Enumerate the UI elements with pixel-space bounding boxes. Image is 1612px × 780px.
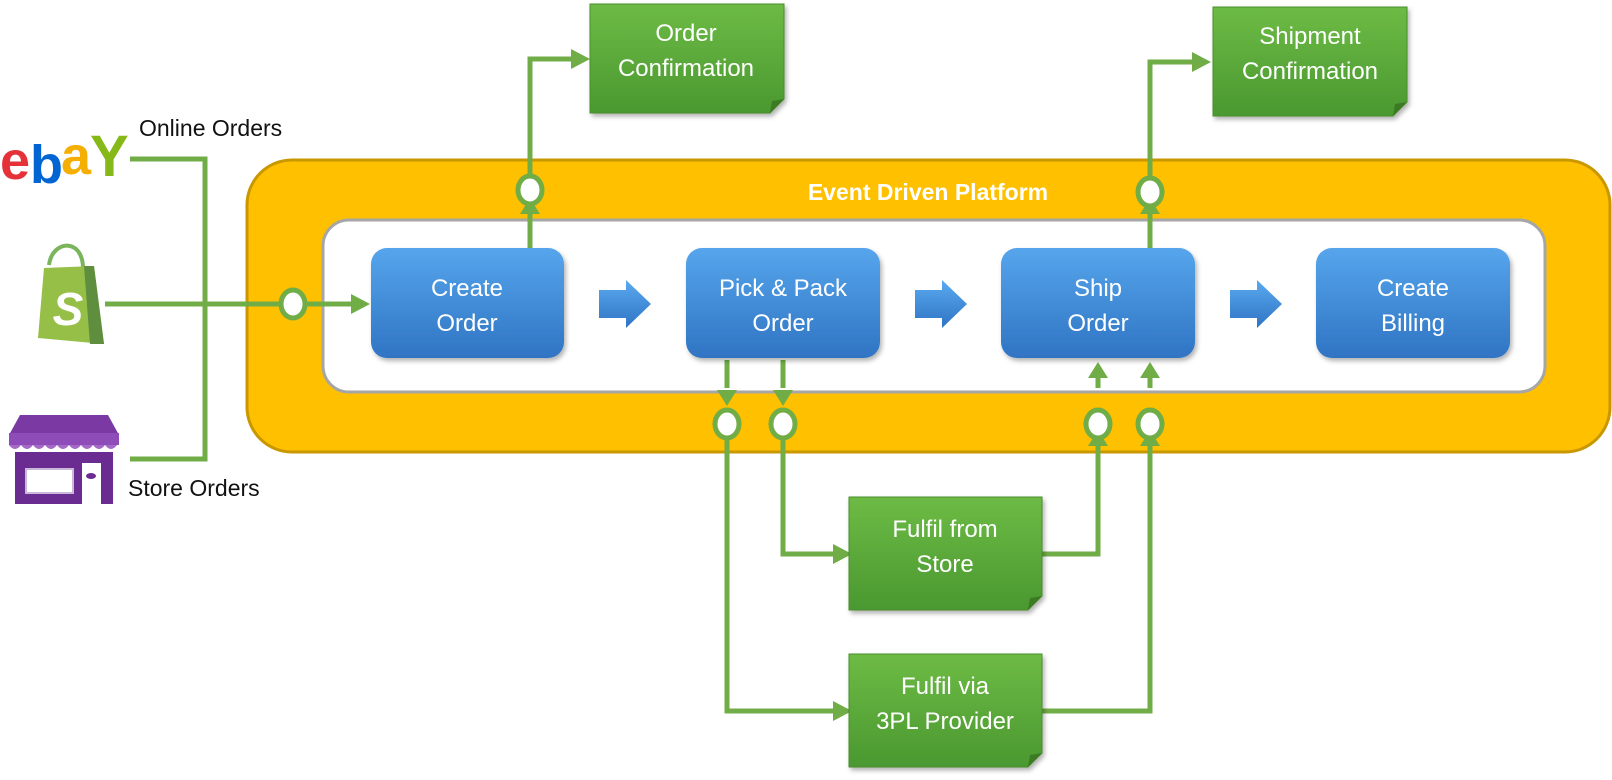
event-port-pick-store: [768, 407, 798, 441]
ebay-letter-y: Y: [90, 124, 129, 189]
shopify-bag-icon: S: [38, 243, 104, 344]
arrow-head-shipment-confirmation: [1192, 52, 1211, 72]
storefront-icon: [9, 415, 119, 504]
event-ports: [278, 173, 1165, 441]
fulfil-3pl-label-line2: 3PL Provider: [876, 708, 1014, 735]
event-port-order-shipped: [1135, 175, 1165, 209]
process-step-create-order[interactable]: Create Order: [371, 248, 564, 358]
fulfil-store-label-line2: Store: [916, 551, 973, 578]
arrow-head-entry: [351, 294, 370, 314]
shipment-confirmation-label-line1: Shipment: [1259, 23, 1361, 50]
event-port-entry: [278, 287, 308, 321]
chevron-right-icon: [599, 280, 651, 328]
chevron-right-icon: [915, 280, 967, 328]
arrow-head-pick-down-a: [717, 390, 737, 406]
online-orders-line: [130, 156, 208, 462]
output-fulfil-via-3pl[interactable]: Fulfil via 3PL Provider: [848, 653, 1043, 768]
store-orders-label: Store Orders: [128, 475, 260, 501]
shipment-confirmation-label-line2: Confirmation: [1242, 58, 1378, 85]
output-documents: Order Confirmation Shipment Confirmation…: [589, 3, 1408, 768]
event-port-3pl-fulfilled: [1135, 407, 1165, 441]
output-order-confirmation[interactable]: Order Confirmation: [589, 3, 785, 114]
create-billing-label-line1: Create: [1377, 275, 1449, 302]
process-steps: Create Order Pick & Pack Order Ship Orde…: [371, 248, 1510, 358]
ebay-letter-a: a: [61, 126, 92, 186]
fulfil-store-label-line1: Fulfil from: [892, 516, 997, 543]
create-billing-label-line2: Billing: [1381, 310, 1445, 337]
ship-order-label-line2: Order: [1067, 310, 1128, 337]
arrow-head-to-store: [833, 544, 852, 564]
pick-pack-label-line2: Order: [752, 310, 813, 337]
fulfil-3pl-label-line1: Fulfil via: [901, 673, 990, 700]
event-port-store-fulfilled: [1083, 407, 1113, 441]
pick-pack-label-line1: Pick & Pack: [719, 275, 848, 302]
order-confirmation-label-line1: Order: [655, 20, 716, 47]
ebay-logo-icon: e b a Y: [0, 124, 129, 195]
shopify-letter-s: S: [53, 283, 84, 335]
process-step-ship-order[interactable]: Ship Order: [1001, 248, 1195, 358]
store-to-ship-line: [1042, 438, 1101, 557]
process-step-pick-pack-order[interactable]: Pick & Pack Order: [686, 248, 880, 358]
platform-title: Event Driven Platform: [808, 179, 1048, 205]
ebay-letter-b: b: [30, 135, 63, 195]
event-port-order-created: [515, 173, 545, 207]
ship-order-label-line1: Ship: [1074, 275, 1122, 302]
3pl-fulfil-line: [724, 438, 838, 714]
store-fulfil-line: [780, 438, 838, 557]
create-order-label-line1: Create: [431, 275, 503, 302]
step-chevrons: [599, 280, 1282, 328]
output-shipment-confirmation[interactable]: Shipment Confirmation: [1212, 6, 1408, 117]
order-confirmation-label-line2: Confirmation: [618, 55, 754, 82]
create-order-label-line2: Order: [436, 310, 497, 337]
chevron-right-icon: [1230, 280, 1282, 328]
arrow-head-ship-up-a: [1088, 362, 1108, 378]
arrow-head-to-3pl: [833, 701, 852, 721]
event-port-pick-3pl: [712, 407, 742, 441]
arrow-head-order-confirmation: [571, 49, 590, 69]
online-orders-label: Online Orders: [139, 115, 282, 141]
ebay-letter-e: e: [0, 131, 30, 191]
arrow-head-ship-up-b: [1140, 362, 1160, 378]
process-step-create-billing[interactable]: Create Billing: [1316, 248, 1510, 358]
arrow-head-pick-down-b: [773, 390, 793, 406]
3pl-to-ship-line: [1042, 438, 1153, 714]
output-fulfil-from-store[interactable]: Fulfil from Store: [848, 496, 1043, 611]
